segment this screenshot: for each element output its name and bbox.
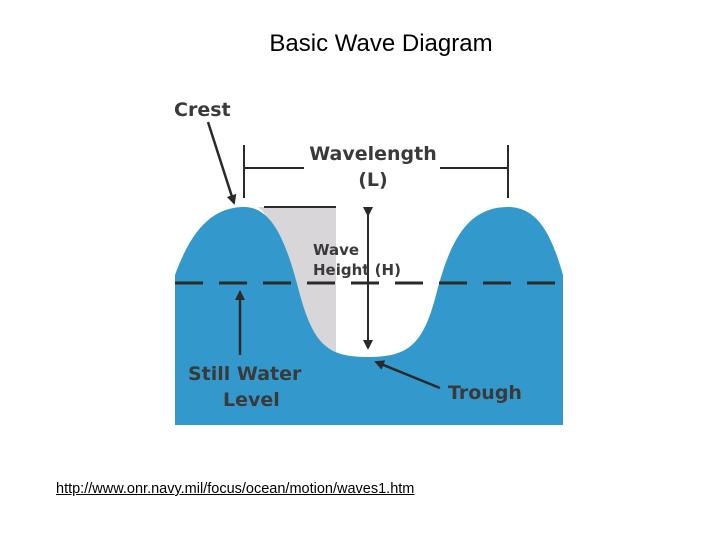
wavelength-symbol-label: (L) [358, 169, 387, 191]
wave-height-label-line2: Height (H) [313, 261, 401, 279]
source-link[interactable]: http://www.onr.navy.mil/focus/ocean/moti… [56, 481, 414, 497]
wave-diagram: Crest Wavelength (L) Wave Height (H) Sti… [168, 90, 568, 430]
page-title: Basic Wave Diagram [0, 30, 720, 58]
wavelength-label: Wavelength [309, 143, 437, 165]
still-water-level-label-line1: Still Water [188, 363, 302, 385]
wave-height-label-line1: Wave [313, 241, 359, 259]
trough-label: Trough [448, 382, 522, 404]
crest-label: Crest [174, 99, 231, 121]
still-water-level-label-line2: Level [223, 389, 280, 411]
